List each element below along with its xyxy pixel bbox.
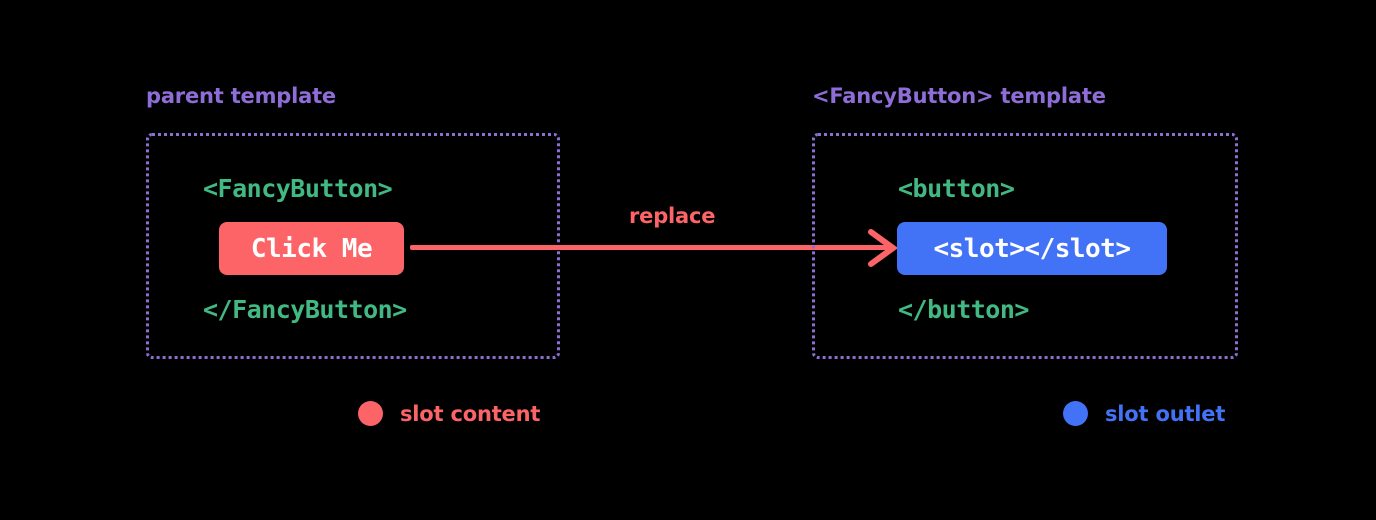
parent-template-heading: parent template (146, 84, 336, 108)
legend-dot-icon-slot-outlet (1063, 401, 1088, 426)
slot-content-chip: Click Me (219, 222, 404, 275)
slot-outlet-chip: <slot></slot> (897, 222, 1167, 275)
code-line-fancybutton-open-tag: <FancyButton> (203, 174, 393, 203)
legend-dot-icon-slot-content (358, 401, 383, 426)
legend-label-slot-content: slot content (400, 401, 541, 426)
legend-item-slot-content: slot content (358, 401, 540, 426)
code-line-button-close-tag: </button> (898, 295, 1029, 324)
legend-item-slot-outlet: slot outlet (1063, 401, 1225, 426)
replace-arrow-line (410, 245, 890, 250)
replace-arrow-label: replace (629, 204, 716, 228)
arrow-head-icon (868, 229, 899, 267)
fancybutton-template-heading: <FancyButton> template (812, 84, 1106, 108)
legend-label-slot-outlet: slot outlet (1105, 401, 1226, 426)
code-line-fancybutton-close-tag: </FancyButton> (203, 295, 407, 324)
code-line-button-open-tag: <button> (898, 174, 1015, 203)
fancybutton-template-panel (812, 133, 1238, 359)
